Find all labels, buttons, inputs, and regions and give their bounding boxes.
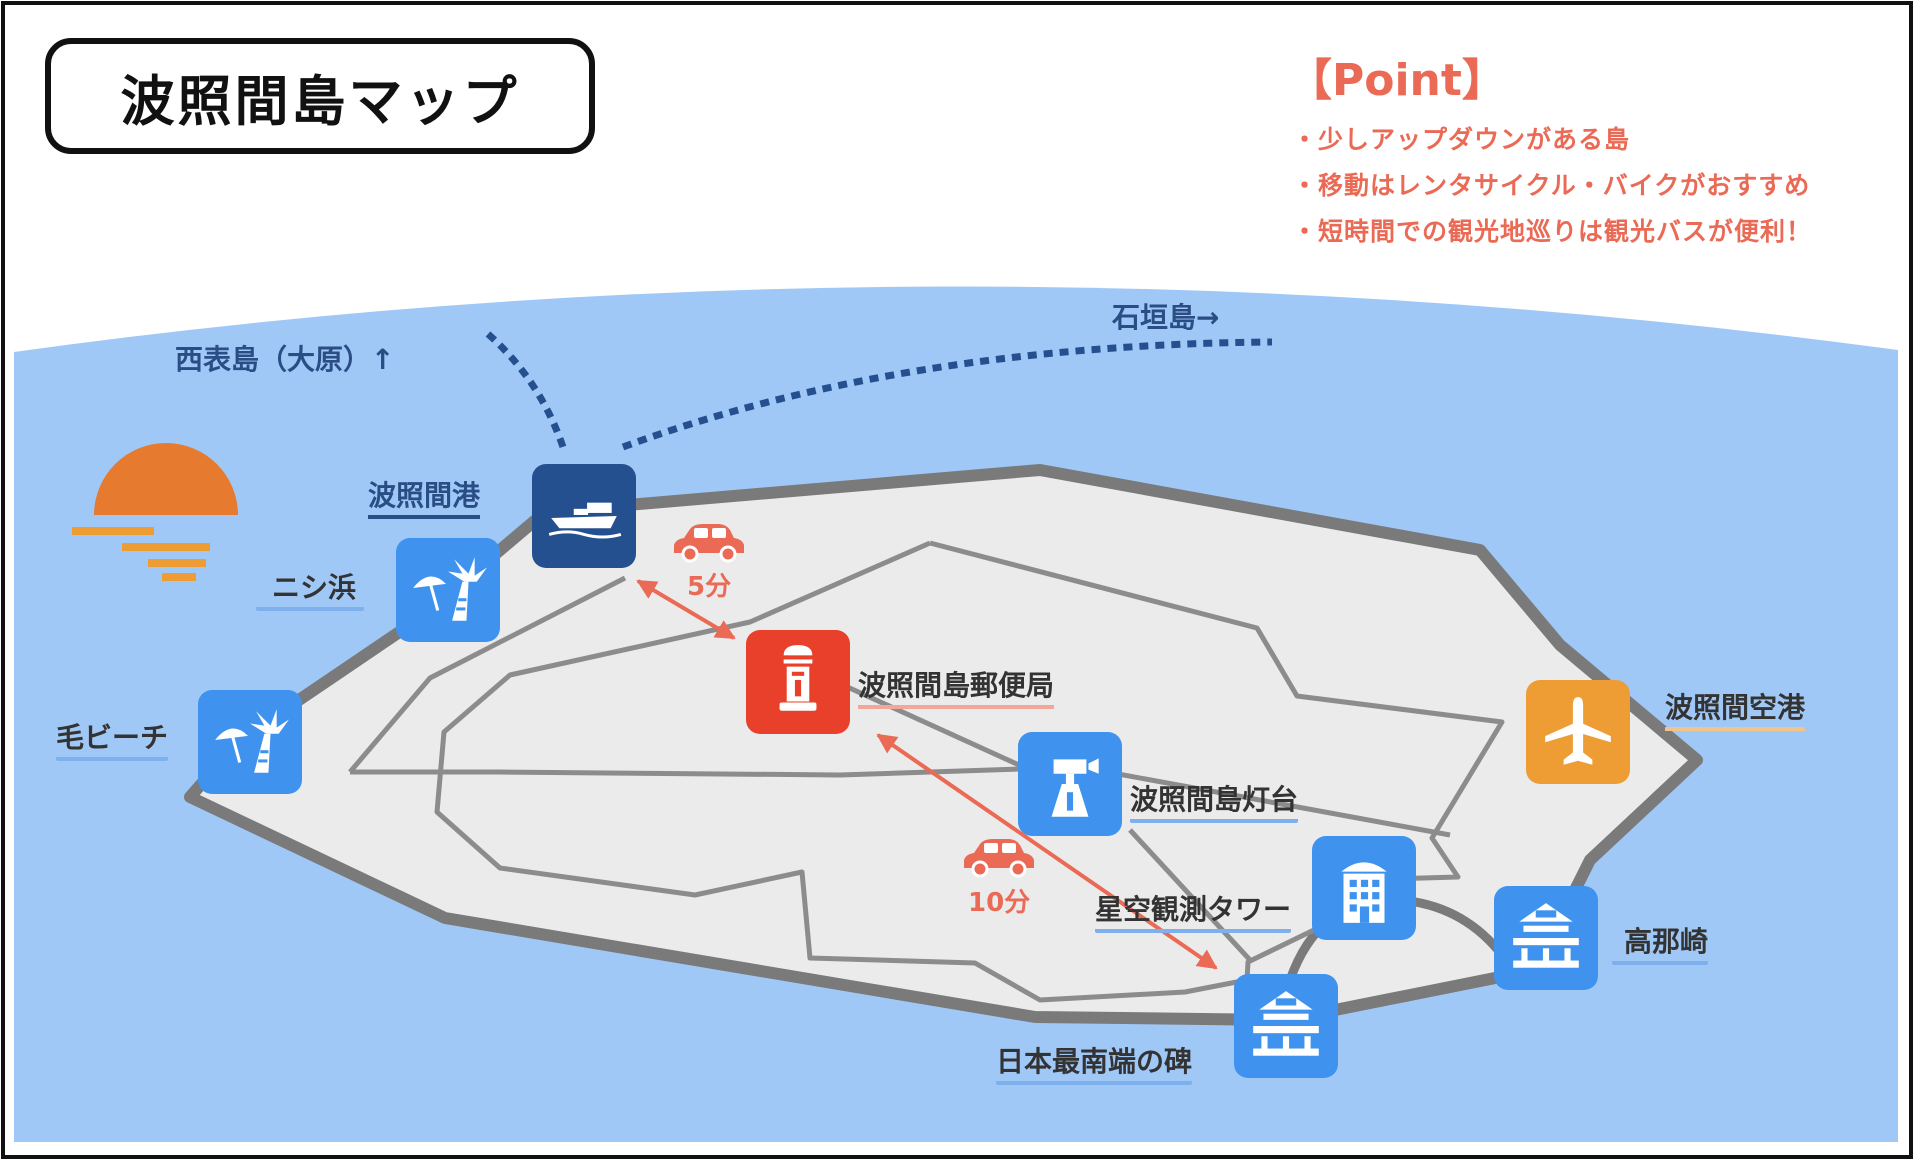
travel-time-10min: 10分 <box>968 888 1031 918</box>
lighthouse-icon[interactable] <box>1018 732 1122 836</box>
map-title-box: 波照間島マップ <box>45 38 595 154</box>
ishigaki-destination-label: 石垣島→ <box>1112 301 1220 334</box>
beach-icon[interactable] <box>396 538 500 642</box>
car-icon <box>674 524 744 563</box>
iriomote-ferry-route <box>485 331 567 449</box>
beach-icon[interactable] <box>198 690 302 794</box>
car-icon <box>964 839 1034 878</box>
monument-icon[interactable] <box>1234 974 1338 1078</box>
monument-icon[interactable] <box>1494 886 1598 990</box>
post-office-label: 波照間島郵便局 <box>858 664 1055 709</box>
point-item: ・移動はレンタサイクル・バイクがおすすめ <box>1292 171 1811 200</box>
ferry-icon[interactable] <box>532 464 636 568</box>
post-box-icon[interactable] <box>746 630 850 734</box>
nishihama-label: ニシ浜 <box>256 566 365 611</box>
point-item: ・短時間での観光地巡りは観光バスが便利！ <box>1292 217 1813 246</box>
airplane-icon[interactable] <box>1526 680 1630 784</box>
port-label: 波照間港 <box>368 474 481 519</box>
building-icon[interactable] <box>1312 836 1416 940</box>
point-list: ・少しアップダウンがある島 ・移動はレンタサイクル・バイクがおすすめ ・短時間で… <box>1292 117 1812 255</box>
sunset-icon <box>72 443 238 581</box>
monument-label: 日本最南端の碑 <box>996 1040 1193 1085</box>
tower-label: 星空観測タワー <box>1095 888 1292 933</box>
iriomote-destination-label: 西表島（大原）↑ <box>175 343 395 376</box>
airport-label: 波照間空港 <box>1665 686 1806 731</box>
travel-time-5min: 5分 <box>687 572 732 602</box>
takanazaki-label: 高那崎 <box>1612 920 1709 965</box>
route-arrow-port-to-post-office <box>636 579 736 640</box>
point-item: ・少しアップダウンがある島 <box>1292 125 1631 154</box>
map-title: 波照間島マップ <box>120 69 520 133</box>
point-heading: 【Point】 <box>1288 55 1506 106</box>
lighthouse-label: 波照間島灯台 <box>1130 778 1299 823</box>
keibeach-label: 毛ビーチ <box>56 716 169 761</box>
ishigaki-ferry-route <box>621 338 1273 451</box>
